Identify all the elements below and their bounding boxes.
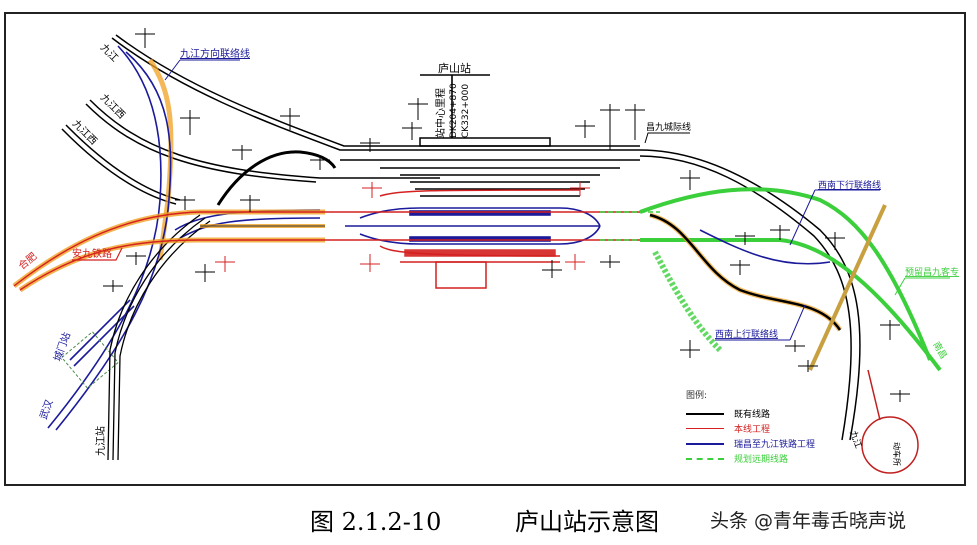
chengmen-station-box <box>61 331 119 389</box>
label-wuhan: 武汉 <box>37 398 56 421</box>
label-jiujiang-south: 九江 <box>847 429 863 450</box>
label-jiujiang: 九江 <box>98 42 121 65</box>
legend-swatch-ruichang-jiujiang <box>686 442 724 445</box>
legend-label-planned: 规划远期线路 <box>734 455 789 465</box>
legend-title: 图例: <box>686 391 708 401</box>
anjiu-mainlines <box>12 209 325 293</box>
jiujiang-station-lines <box>107 214 211 461</box>
label-maintenance: 动车所 <box>892 442 902 466</box>
legend-item-ruichang-jiujiang: 瑞昌至九江铁路工程 <box>686 436 815 451</box>
label-chengmen-station: 城门站 <box>51 330 73 363</box>
station-name: 庐山站 <box>438 61 471 75</box>
station-red-tracks <box>325 189 640 289</box>
legend-swatch-existing <box>686 412 724 415</box>
xinan-down-link <box>699 229 831 265</box>
callout-leaders <box>164 59 880 341</box>
planned-lines <box>600 187 942 372</box>
station-mileage-1: DK204+870 <box>449 83 459 138</box>
turnout-symbols <box>103 28 910 402</box>
label-xinan-down-link: 西南下行联络线 <box>818 179 881 191</box>
tan-line <box>808 204 887 371</box>
legend-swatch-this-project <box>686 428 724 429</box>
changjiu-leader <box>644 132 690 144</box>
label-jiujiang-link: 九江方向联络线 <box>180 47 250 60</box>
legend-swatch-planned <box>686 457 724 460</box>
station-blue-tracks <box>345 207 601 245</box>
label-jiujiang-west-1: 九江西 <box>98 92 128 122</box>
legend: 图例: 既有线路 本线工程 瑞昌至九江铁路工程 规划远期线路 <box>686 388 815 466</box>
legend-item-existing: 既有线路 <box>686 406 815 421</box>
label-xinan-up-link: 西南上行联络线 <box>715 328 778 340</box>
jiujiang-link-highlight <box>147 58 174 261</box>
legend-item-this-project: 本线工程 <box>686 421 815 436</box>
label-planned-changjiu: 预留昌九客专 <box>905 266 959 278</box>
maintenance-loop <box>861 416 919 474</box>
label-changjiu-intercity: 昌九城际线 <box>646 121 691 133</box>
figure-number: 图 2.1.2-10 <box>310 508 442 536</box>
station-center-marker <box>420 74 490 138</box>
legend-item-planned: 规划远期线路 <box>686 451 815 466</box>
station-center-label: 站中心里程 <box>434 88 447 138</box>
diagram-frame <box>4 12 966 486</box>
legend-label-this-project: 本线工程 <box>734 425 771 435</box>
station-existing-tracks <box>340 137 861 441</box>
label-nanchang: 南昌 <box>930 340 949 362</box>
jiujiang-north-lines <box>61 34 640 205</box>
station-mileage-2: CK332+000 <box>461 84 471 138</box>
legend-label-ruichang-jiujiang: 瑞昌至九江铁路工程 <box>734 440 816 450</box>
watermark: 头条 @青年毒舌晓声说 <box>710 510 907 532</box>
label-jiujiang-station: 九江站 <box>94 426 107 456</box>
legend-label-existing: 既有线路 <box>734 410 771 420</box>
planned-leader <box>894 277 950 296</box>
figure-title: 庐山站示意图 <box>515 508 659 536</box>
red-turnout-symbols <box>215 182 590 272</box>
xinan-up-link <box>649 213 842 331</box>
maintenance-lead <box>867 369 881 421</box>
label-anjiu-railway: 安九铁路 <box>72 247 112 260</box>
anjiu-leader <box>72 247 123 261</box>
